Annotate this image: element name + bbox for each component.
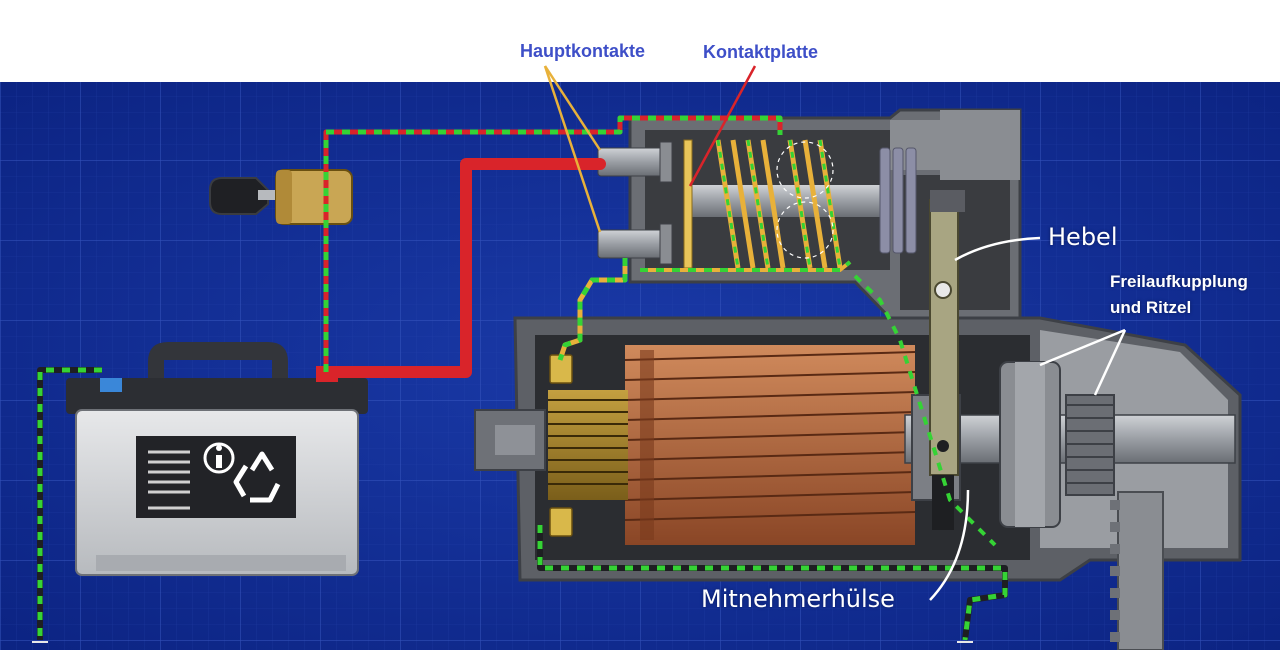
main-contacts bbox=[597, 141, 673, 265]
pinion-gear bbox=[1065, 394, 1115, 496]
key-icon bbox=[209, 177, 282, 215]
solenoid-plunger bbox=[690, 185, 890, 217]
armature bbox=[624, 345, 916, 545]
wire-ignition-circuit bbox=[323, 115, 783, 372]
label-mitnehmerhuelse: Mitnehmerhülse bbox=[701, 585, 895, 613]
ignition-lock bbox=[275, 169, 353, 225]
wire-main-red bbox=[320, 158, 606, 378]
shift-lever bbox=[929, 190, 965, 530]
label-hebel: Hebel bbox=[1048, 223, 1118, 251]
recycle-icon bbox=[233, 451, 281, 503]
battery-negative-terminal bbox=[100, 378, 122, 392]
commutator bbox=[548, 390, 628, 500]
battery-label-plate bbox=[136, 436, 296, 518]
contact-plate bbox=[683, 139, 693, 269]
return-spring bbox=[879, 147, 917, 254]
callout-lines bbox=[543, 65, 1127, 601]
info-icon bbox=[203, 442, 235, 474]
solenoid-coils bbox=[715, 139, 843, 269]
label-kontaktplatte: Kontaktplatte bbox=[703, 42, 819, 62]
wire-ground bbox=[37, 274, 1008, 641]
flywheel-ring-gear bbox=[1110, 491, 1164, 650]
label-freilauf-line2: und Ritzel bbox=[1110, 298, 1192, 317]
overrunning-clutch bbox=[999, 361, 1061, 528]
battery bbox=[66, 342, 368, 576]
wire-field-circuit bbox=[557, 258, 852, 361]
brushes bbox=[549, 354, 573, 537]
label-hauptkontakte: Hauptkontakte bbox=[520, 41, 646, 61]
label-freilauf-line1: Freilaufkupplung bbox=[1110, 272, 1248, 291]
